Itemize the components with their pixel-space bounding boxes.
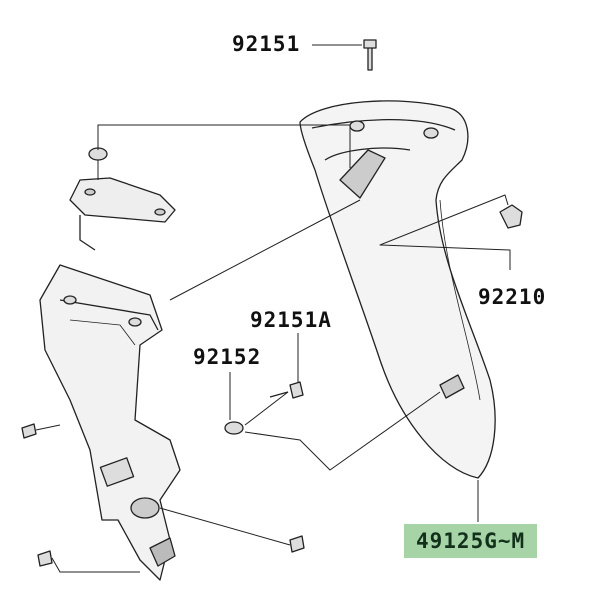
grommet-1 (349, 120, 365, 132)
collar-92152 (224, 421, 244, 435)
cowling-tab (339, 149, 386, 199)
part-label-92210[interactable]: 92210 (478, 285, 547, 309)
bolt-92151A (269, 381, 304, 399)
part-label-92151A[interactable]: 92151A (250, 308, 332, 332)
upper-bracket (69, 177, 176, 223)
part-label-92152[interactable]: 92152 (193, 345, 262, 369)
part-label-49125GM-highlighted[interactable]: 49125G~M (404, 524, 538, 558)
cowling-clip (439, 374, 465, 399)
left-bracket-panel (39, 264, 181, 581)
part-label-92151[interactable]: 92151 (232, 32, 301, 56)
grommet-2 (423, 127, 439, 139)
bolt-92151 (363, 39, 377, 71)
nut-92210 (499, 204, 523, 229)
